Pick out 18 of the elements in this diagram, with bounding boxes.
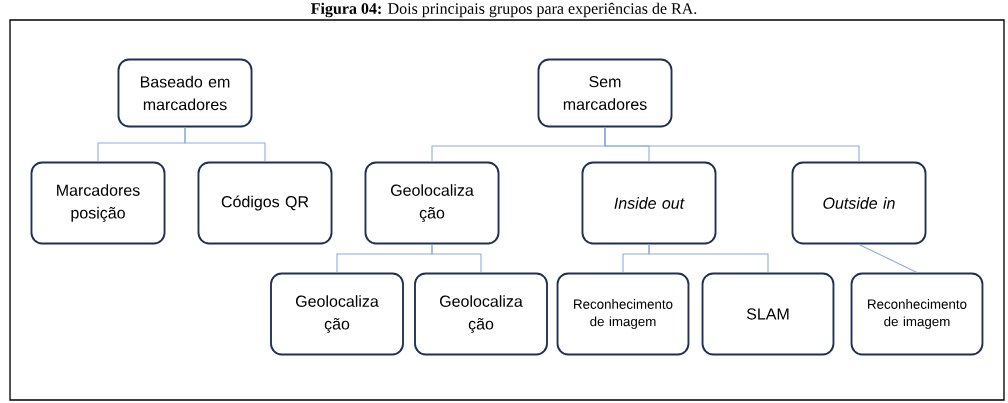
connector-line xyxy=(604,126,860,163)
process-box: SLAM xyxy=(701,272,835,356)
connector-line xyxy=(431,243,482,274)
connector-line xyxy=(184,126,266,163)
process-box: Reconhecimento de imagem xyxy=(850,272,984,356)
process-box: Marcadores posição xyxy=(30,161,166,245)
connector-line xyxy=(858,243,918,274)
process-box: Geolocaliza ção xyxy=(414,272,548,356)
process-box: Baseado em marcadores xyxy=(117,58,253,128)
connector-line xyxy=(648,243,769,274)
process-box: Sem marcadores xyxy=(537,58,673,128)
process-box: Geolocaliza ção xyxy=(270,272,404,356)
process-box: Outside in xyxy=(791,161,927,245)
process-box: Códigos QR xyxy=(197,161,333,245)
process-box: Reconhecimento de imagem xyxy=(556,272,690,356)
figure-title: Figura 04: Dois principais grupos para experiências de RA. xyxy=(311,2,697,18)
process-box: Geolocaliza ção xyxy=(364,161,500,245)
process-box: Inside out xyxy=(581,161,717,245)
